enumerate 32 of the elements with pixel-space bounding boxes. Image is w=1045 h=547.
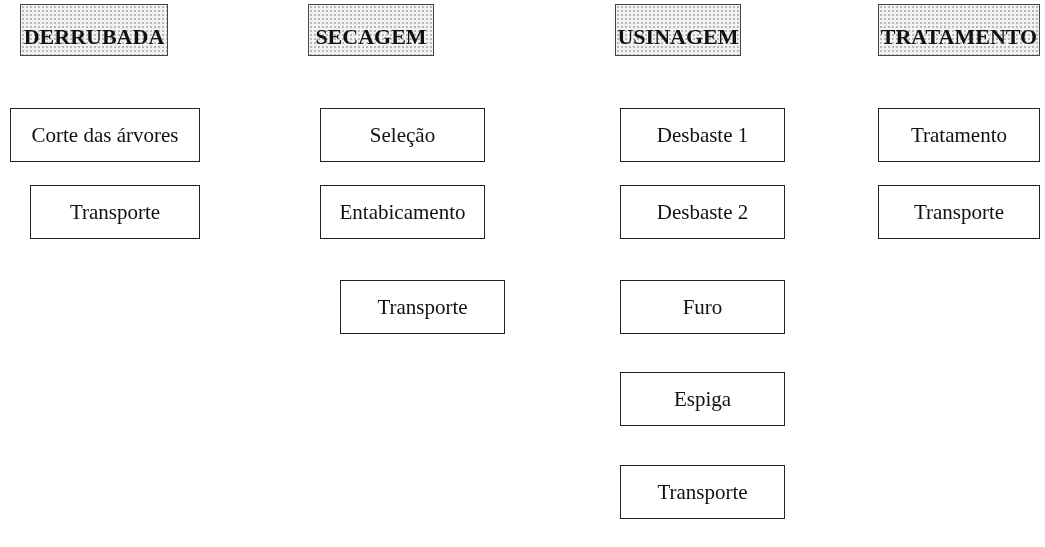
- process-box: [30, 185, 200, 239]
- stage-header-box: [20, 4, 168, 56]
- process-box: [320, 185, 485, 239]
- process-box: [878, 108, 1040, 162]
- step-text: Seleção: [369, 122, 436, 148]
- process-box: [878, 185, 1040, 239]
- step-text: Entabicamento: [339, 199, 466, 225]
- process-box: [620, 372, 785, 426]
- process-box: [620, 280, 785, 334]
- stage-header-box: [615, 4, 741, 56]
- header-text: TRATAMENTO: [880, 24, 1038, 50]
- header-text: USINAGEM: [617, 24, 739, 50]
- process-box: [320, 108, 485, 162]
- step-text: Espiga: [673, 386, 732, 412]
- step-text: Corte das árvores: [31, 122, 179, 148]
- step-text: Transporte: [913, 199, 1005, 225]
- step-text: Transporte: [69, 199, 161, 225]
- step-text: Desbaste 2: [656, 199, 749, 225]
- step-text: Transporte: [377, 294, 468, 320]
- step-text: Tratamento: [910, 122, 1008, 148]
- step-text: Furo: [682, 294, 723, 320]
- process-box: [620, 185, 785, 239]
- stage-header-box: [308, 4, 434, 56]
- step-text: Desbaste 1: [656, 122, 749, 148]
- process-box: [620, 465, 785, 519]
- stage-header-box: [878, 4, 1040, 56]
- header-text: DERRUBADA: [23, 24, 165, 50]
- header-text: SECAGEM: [315, 24, 427, 50]
- process-box: [10, 108, 200, 162]
- process-box: [340, 280, 505, 334]
- process-box: [620, 108, 785, 162]
- step-text: Transporte: [657, 479, 748, 505]
